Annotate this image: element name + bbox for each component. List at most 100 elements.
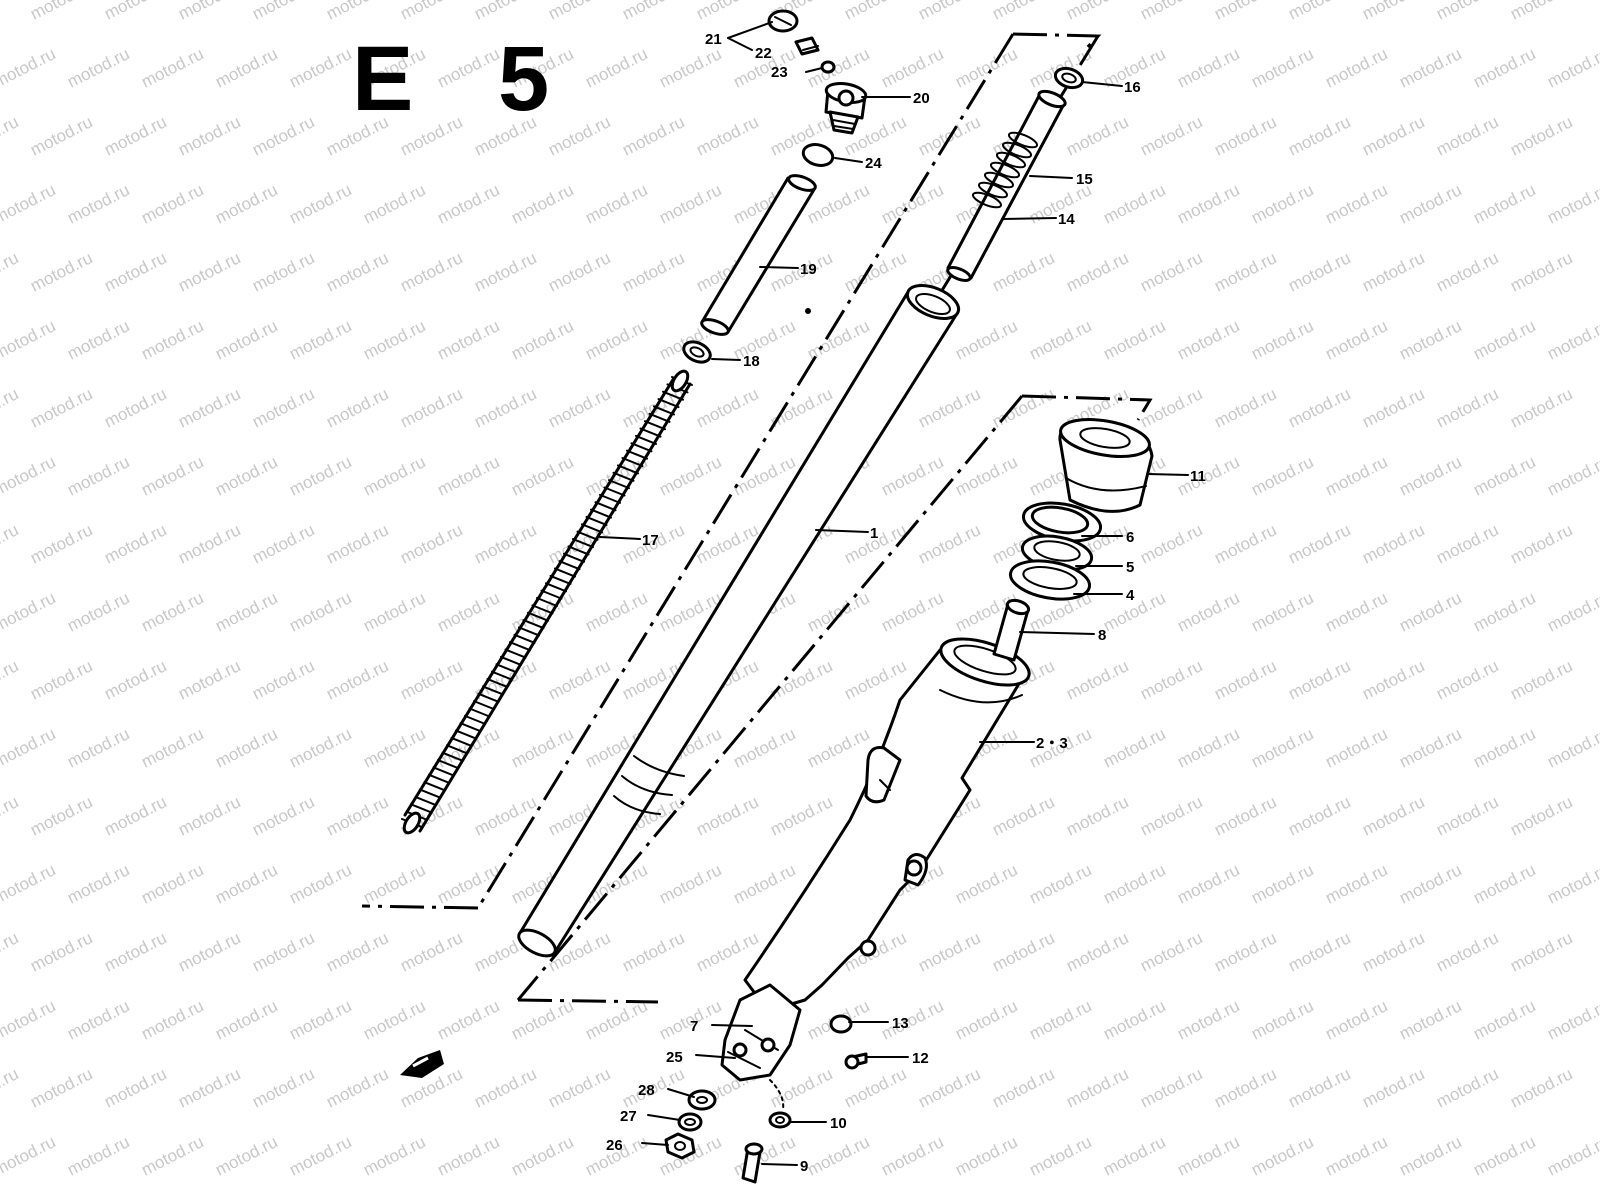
watermark-text: motod.ru bbox=[0, 0, 22, 24]
watermark-text: motod.ru bbox=[360, 724, 428, 771]
watermark-text: motod.ru bbox=[0, 724, 59, 771]
watermark-text: motod.ru bbox=[64, 724, 132, 771]
watermark-text: motod.ru bbox=[249, 1064, 317, 1111]
watermark-text: motod.ru bbox=[1211, 792, 1279, 839]
watermark-text: motod.ru bbox=[434, 1132, 502, 1179]
watermark-text: motod.ru bbox=[0, 520, 22, 567]
watermark-text: motod.ru bbox=[545, 656, 613, 703]
watermark-text: motod.ru bbox=[138, 452, 206, 499]
watermark-text: motod.ru bbox=[249, 520, 317, 567]
watermark-text: motod.ru bbox=[175, 248, 243, 295]
watermark-text: motod.ru bbox=[397, 928, 465, 975]
watermark-text: motod.ru bbox=[286, 1132, 354, 1179]
watermark-text: motod.ru bbox=[1063, 248, 1131, 295]
watermark-text: motod.ru bbox=[138, 588, 206, 635]
watermark-text: motod.ru bbox=[286, 316, 354, 363]
watermark-text: motod.ru bbox=[397, 520, 465, 567]
watermark-text: motod.ru bbox=[1026, 860, 1094, 907]
watermark-text: motod.ru bbox=[212, 1132, 280, 1179]
watermark-text: motod.ru bbox=[1470, 44, 1538, 91]
watermark-text: motod.ru bbox=[101, 656, 169, 703]
callout-12: 12 bbox=[912, 1050, 929, 1067]
watermark-text: motod.ru bbox=[27, 928, 95, 975]
watermark-text: motod.ru bbox=[249, 112, 317, 159]
watermark-text: motod.ru bbox=[619, 0, 687, 24]
watermark-text: motod.ru bbox=[360, 1132, 428, 1179]
watermark-text: motod.ru bbox=[1322, 860, 1390, 907]
watermark-text: motod.ru bbox=[1248, 860, 1316, 907]
watermark-text: motod.ru bbox=[1544, 588, 1600, 635]
watermark-text: motod.ru bbox=[1470, 996, 1538, 1043]
watermark-text: motod.ru bbox=[0, 1064, 22, 1111]
watermark-text: motod.ru bbox=[1137, 1064, 1205, 1111]
air-valve bbox=[794, 36, 820, 56]
watermark-text: motod.ru bbox=[27, 112, 95, 159]
callout-24: 24 bbox=[865, 155, 882, 172]
watermark-text: motod.ru bbox=[249, 792, 317, 839]
watermark-text: motod.ru bbox=[878, 180, 946, 227]
watermark-text: motod.ru bbox=[1174, 44, 1242, 91]
watermark-text: motod.ru bbox=[323, 1064, 391, 1111]
watermark-text: motod.ru bbox=[1137, 928, 1205, 975]
watermark-text: motod.ru bbox=[1211, 384, 1279, 431]
watermark-text: motod.ru bbox=[249, 384, 317, 431]
watermark-text: motod.ru bbox=[101, 1064, 169, 1111]
watermark-text: motod.ru bbox=[1544, 44, 1600, 91]
cap-o-ring bbox=[801, 143, 835, 167]
watermark-text: motod.ru bbox=[101, 792, 169, 839]
callout-21: 21 bbox=[705, 31, 722, 48]
watermark-text: motod.ru bbox=[915, 384, 983, 431]
callout-28: 28 bbox=[638, 1082, 655, 1099]
watermark-text: motod.ru bbox=[0, 1132, 59, 1179]
watermark-text: motod.ru bbox=[1470, 724, 1538, 771]
watermark-text: motod.ru bbox=[0, 928, 22, 975]
damper-rod-ring bbox=[1053, 66, 1085, 90]
watermark-text: motod.ru bbox=[64, 44, 132, 91]
watermark-text: motod.ru bbox=[1470, 588, 1538, 635]
watermark-text: motod.ru bbox=[286, 996, 354, 1043]
watermark-text: motod.ru bbox=[1507, 112, 1575, 159]
watermark-text: motod.ru bbox=[212, 316, 280, 363]
watermark-text: motod.ru bbox=[1174, 180, 1242, 227]
watermark-text: motod.ru bbox=[1359, 520, 1427, 567]
diagram-title-letter: E bbox=[352, 28, 413, 130]
watermark-text: motod.ru bbox=[249, 0, 317, 24]
callout-7: 7 bbox=[690, 1018, 698, 1035]
watermark-text: motod.ru bbox=[508, 180, 576, 227]
callout-1: 1 bbox=[870, 525, 878, 542]
watermark-text: motod.ru bbox=[730, 1132, 798, 1179]
watermark-text: motod.ru bbox=[915, 1064, 983, 1111]
watermark-text: motod.ru bbox=[1248, 180, 1316, 227]
watermark-text: motod.ru bbox=[1359, 792, 1427, 839]
watermark-text: motod.ru bbox=[212, 724, 280, 771]
watermark-text: motod.ru bbox=[1396, 724, 1464, 771]
watermark-text: motod.ru bbox=[693, 384, 761, 431]
watermark-text: motod.ru bbox=[1174, 996, 1242, 1043]
watermark-text: motod.ru bbox=[323, 248, 391, 295]
watermark-text: motod.ru bbox=[212, 860, 280, 907]
callout-labels: 21 21 22 23 20 24 16 15 14 19 18 17 1 11… bbox=[606, 31, 1206, 1175]
watermark-text: motod.ru bbox=[1507, 0, 1575, 24]
spring-seat bbox=[682, 340, 712, 364]
callout-16: 16 bbox=[1124, 79, 1141, 96]
watermark-text: motod.ru bbox=[508, 996, 576, 1043]
watermark-text: motod.ru bbox=[1100, 588, 1168, 635]
watermark-text: motod.ru bbox=[471, 656, 539, 703]
watermark-text: motod.ru bbox=[286, 180, 354, 227]
watermark-text: motod.ru bbox=[471, 1064, 539, 1111]
watermark-text: motod.ru bbox=[175, 520, 243, 567]
watermark-text: motod.ru bbox=[582, 316, 650, 363]
callout-25: 25 bbox=[666, 1049, 683, 1066]
watermark-text: motod.ru bbox=[1137, 248, 1205, 295]
watermark-text: motod.ru bbox=[212, 996, 280, 1043]
watermark-text: motod.ru bbox=[804, 1132, 872, 1179]
watermark-text: motod.ru bbox=[471, 0, 539, 24]
watermark-text: motod.ru bbox=[175, 792, 243, 839]
watermark-text: motod.ru bbox=[138, 44, 206, 91]
watermark-text: motod.ru bbox=[1211, 1064, 1279, 1111]
watermark-text: motod.ru bbox=[582, 588, 650, 635]
watermark-text: motod.ru bbox=[434, 180, 502, 227]
callout-26: 26 bbox=[606, 1137, 623, 1154]
watermark-text: motod.ru bbox=[1433, 792, 1501, 839]
